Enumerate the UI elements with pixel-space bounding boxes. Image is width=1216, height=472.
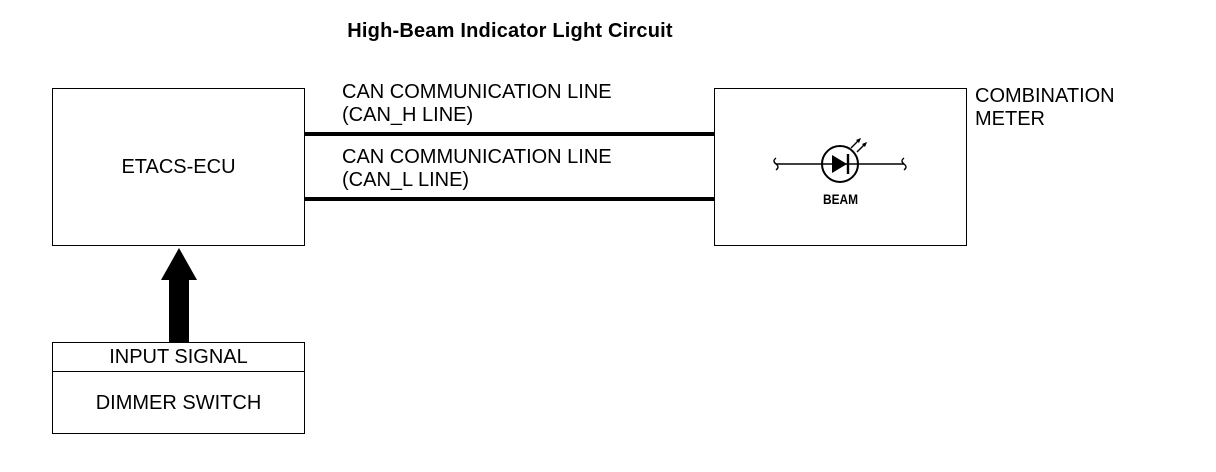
etacs-ecu-label: ETACS-ECU (121, 155, 236, 178)
can-h-line-label: CAN COMMUNICATION LINE (CAN_H LINE) (342, 81, 612, 126)
can-l-line-label: CAN COMMUNICATION LINE (CAN_L LINE) (342, 146, 612, 191)
dimmer-switch-box: INPUT SIGNAL DIMMER SWITCH (52, 342, 305, 434)
combination-meter-label: COMBINATION METER (975, 85, 1115, 130)
etacs-ecu-box: ETACS-ECU (52, 88, 305, 246)
diode-lamp-icon (773, 138, 907, 183)
can-h-line (305, 132, 714, 136)
up-arrow-icon (161, 248, 197, 280)
dimmer-switch-label: DIMMER SWITCH (95, 391, 262, 414)
input-signal-header: INPUT SIGNAL (53, 343, 304, 372)
beam-label: BEAM (822, 191, 859, 207)
arrow-shaft (169, 278, 189, 342)
diagram-title: High-Beam Indicator Light Circuit (347, 20, 673, 42)
can-l-line (305, 197, 714, 201)
